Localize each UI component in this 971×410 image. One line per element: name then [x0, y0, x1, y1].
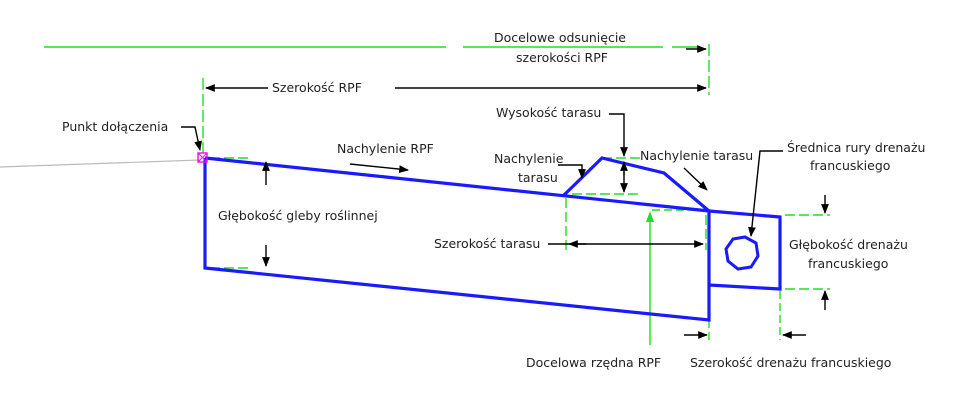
bench-slope-left-label-line1: Nachylenie	[494, 151, 564, 166]
french-drain-box	[708, 209, 782, 291]
drain-depth-label-line1: Głębokość drenażu	[789, 237, 908, 252]
rpf-slope-arrow	[349, 163, 409, 173]
attachment-point-label: Punkt dołączenia	[62, 119, 168, 134]
drain-pipe-circle	[724, 235, 760, 271]
pipe-diameter-leader	[748, 150, 783, 237]
rpf-body-outline	[203, 156, 711, 322]
target-elevation-label: Docelowa rzędna RPF	[526, 355, 661, 370]
bench-height-leader	[609, 113, 628, 157]
bench-slope-left-label-line2: tarasu	[518, 170, 558, 185]
target-elevation-arrowhead	[646, 211, 654, 222]
attachment-point-marker	[197, 152, 208, 163]
dimension-lines	[44, 44, 830, 345]
bench-slope-right-leader	[683, 167, 708, 191]
target-offset-label-line1: Docelowe odsunięcie	[494, 30, 626, 45]
bench-slope-left-leader	[558, 164, 586, 179]
drain-depth-label-line2: francuskiego	[808, 256, 888, 271]
drain-width-label: Szerokość drenażu francuskiego	[690, 355, 891, 370]
rpf-width-label: Szerokość RPF	[272, 80, 362, 95]
bench-width-label: Szerokość tarasu	[434, 236, 540, 251]
topsoil-depth-label: Głębokość gleby roślinnej	[218, 208, 378, 223]
pipe-diameter-label-line1: Średnica rury drenażu	[787, 140, 925, 155]
attachment-leader	[181, 126, 202, 151]
target-offset-label-line2: szerokości RPF	[516, 50, 608, 65]
existing-ground-line	[0, 159, 201, 168]
bench-slope-right-label: Nachylenie tarasu	[640, 148, 753, 163]
dimension-arrows	[181, 45, 829, 339]
rpf-slope-label: Nachylenie RPF	[337, 141, 434, 156]
pipe-diameter-label-line2: francuskiego	[810, 158, 890, 173]
bench-height-label: Wysokość tarasu	[496, 105, 601, 120]
